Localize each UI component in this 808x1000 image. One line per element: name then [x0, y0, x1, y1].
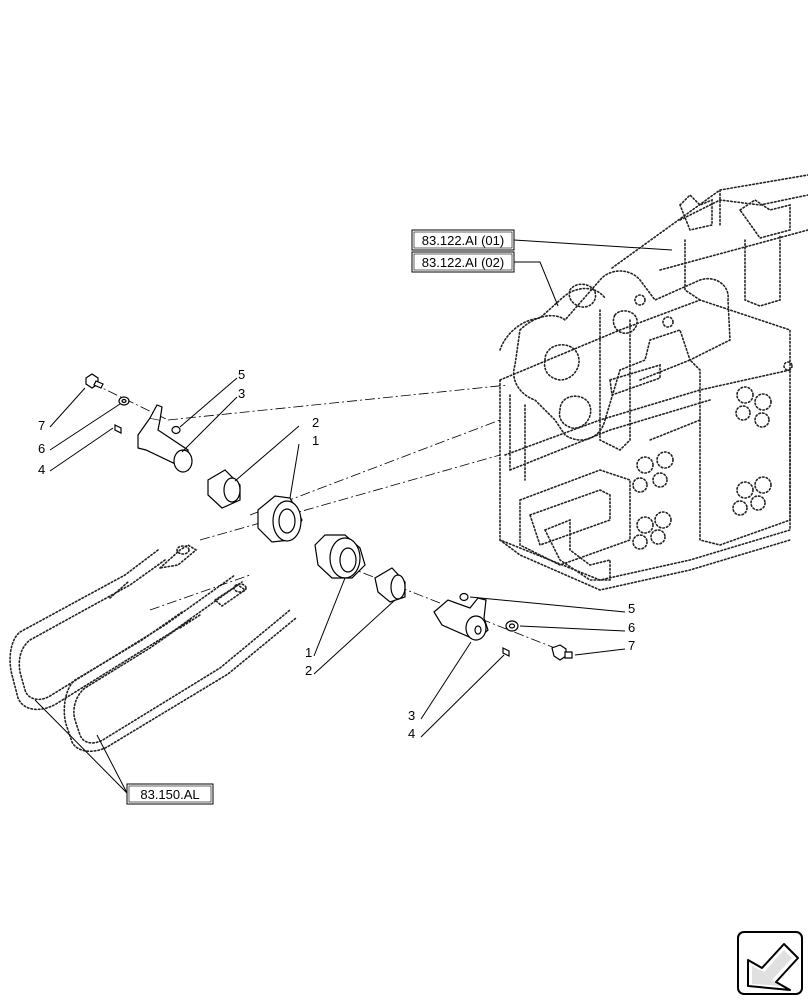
bushing-2-right	[374, 567, 406, 603]
pin-3-left	[137, 404, 193, 473]
plug-5-left	[171, 425, 181, 435]
bolt-7-left	[85, 373, 104, 389]
bushing-2-left	[207, 469, 241, 509]
ref-label-83-122-ai-02: 83.122.AI (02)	[422, 255, 504, 270]
callout-left-5: 5	[238, 367, 245, 382]
grease-nipple-4-left	[114, 424, 122, 434]
callouts-left: 7 6 4 5 3 2 1	[38, 367, 319, 477]
callout-right-2: 2	[305, 663, 312, 678]
right-parts	[314, 534, 573, 661]
ref-label-83-150-al: 83.150.AL	[140, 787, 199, 802]
plug-5-right	[459, 592, 469, 602]
leader-lines	[34, 239, 673, 794]
ref-box-83-122-ai-01[interactable]: 83.122.AI (01)	[411, 229, 515, 251]
callout-right-5: 5	[628, 601, 635, 616]
ref-box-83-150-al[interactable]: 83.150.AL	[126, 783, 214, 805]
callout-left-2: 2	[312, 415, 319, 430]
pin-3-right	[433, 597, 489, 641]
bush-1-left	[257, 495, 303, 543]
callout-left-7: 7	[38, 418, 45, 433]
grease-nipple-4-right	[502, 647, 510, 657]
callout-left-3: 3	[238, 386, 245, 401]
callouts-right: 5 6 7 1 2 3 4	[305, 601, 635, 741]
callout-right-4: 4	[408, 726, 415, 741]
callout-left-6: 6	[38, 441, 45, 456]
ref-box-83-122-ai-02[interactable]: 83.122.AI (02)	[411, 251, 515, 273]
next-page-arrow-icon[interactable]	[737, 931, 803, 995]
callout-left-1: 1	[312, 433, 319, 448]
callout-right-7: 7	[628, 638, 635, 653]
ref-label-83-122-ai-01: 83.122.AI (01)	[422, 233, 504, 248]
assembly-centerlines	[91, 382, 561, 651]
bush-1-right	[314, 534, 366, 579]
hitch-frame-assembly	[499, 174, 808, 591]
callout-left-4: 4	[38, 462, 45, 477]
bolt-7-right	[551, 644, 573, 661]
callout-right-1: 1	[305, 645, 312, 660]
check-chains	[9, 544, 297, 753]
left-parts	[85, 373, 303, 543]
callout-right-3: 3	[408, 708, 415, 723]
callout-right-6: 6	[628, 620, 635, 635]
